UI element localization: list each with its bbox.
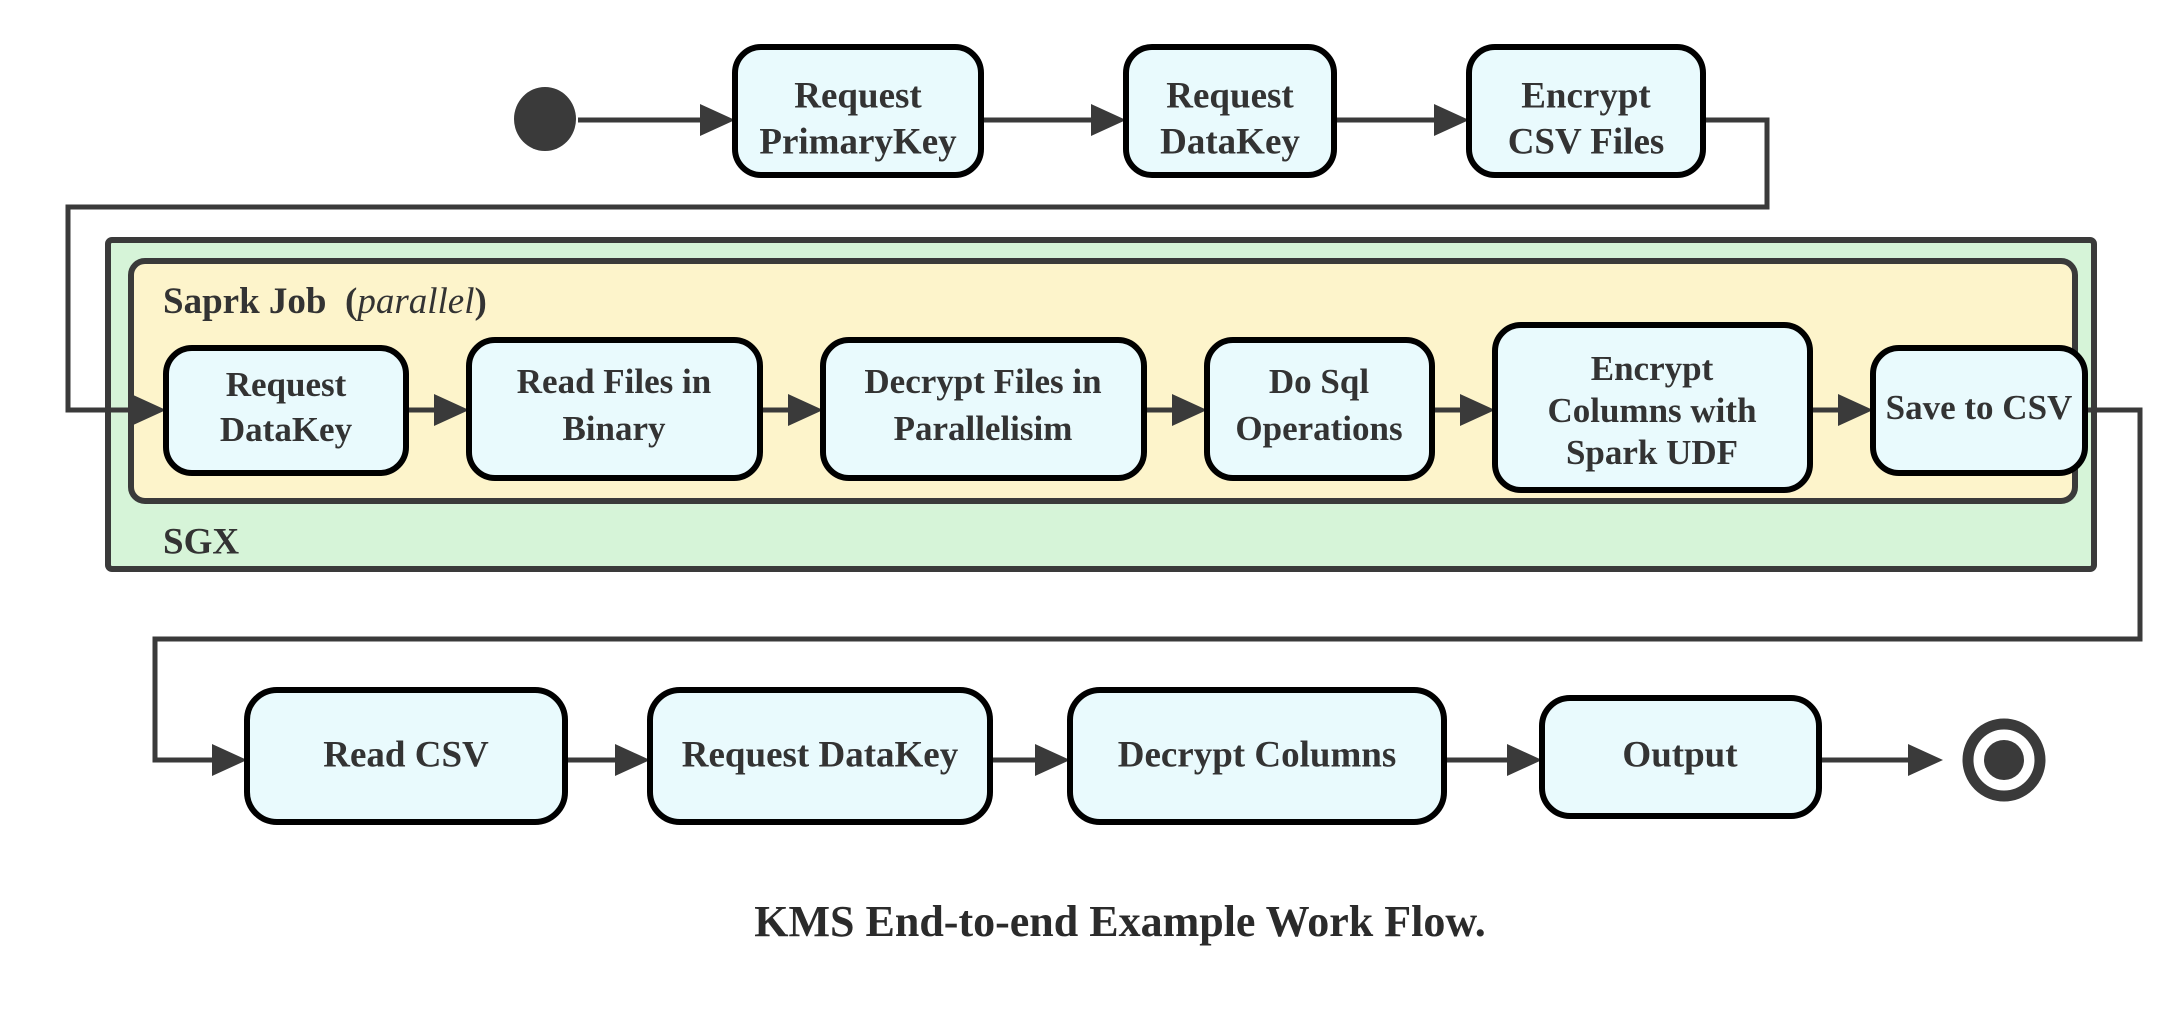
node-read-csv[interactable]: Read CSV — [244, 687, 568, 825]
arrowhead-save-csv-to-read-csv — [212, 744, 247, 776]
arrowhead-do-sql-to-encrypt-columns — [1460, 394, 1495, 426]
node-request-datakey-top-line2: DataKey — [1160, 121, 1300, 162]
node-read-files-in-binary-line1: Read Files in — [517, 362, 711, 401]
node-read-csv-line1: Read CSV — [323, 734, 489, 775]
spark-job-label-italic: parallel — [354, 281, 474, 322]
node-request-datakey-spark-line2: DataKey — [220, 410, 353, 449]
node-read-files-in-binary-line2: Binary — [562, 409, 666, 448]
arrowhead-decrypt-parallel-to-do-sql — [1172, 394, 1207, 426]
spark-job-label-bold: Saprk Job — [163, 281, 326, 322]
node-do-sql-operations-line1: Do Sql — [1269, 362, 1369, 401]
node-output[interactable]: Output — [1539, 695, 1822, 819]
arrowhead-encrypt-columns-to-save-csv — [1838, 394, 1873, 426]
sgx-group-label: SGX — [163, 521, 239, 562]
node-request-datakey-bottom-line1: Request DataKey — [682, 734, 959, 775]
arrowhead-read-csv-to-request-datakey — [615, 744, 650, 776]
node-do-sql-operations-line2: Operations — [1235, 409, 1402, 448]
node-decrypt-columns-line1: Decrypt Columns — [1118, 734, 1397, 775]
end-node-core — [1984, 740, 2024, 780]
start-node — [514, 87, 576, 151]
node-request-datakey-top-line1: Request — [1166, 75, 1294, 116]
edge-save-csv-to-read-csv — [152, 407, 2143, 763]
end-node-ring — [1962, 718, 2046, 802]
node-request-primarykey[interactable]: Request PrimaryKey — [732, 44, 984, 178]
spark-job-label-paren-close: ) — [474, 281, 486, 322]
node-output-line1: Output — [1622, 734, 1738, 775]
node-decrypt-files-in-parallelisim-line1: Decrypt Files in — [864, 362, 1101, 401]
node-encrypt-csv-files[interactable]: Encrypt CSV Files — [1466, 44, 1706, 178]
node-request-primarykey-line2: PrimaryKey — [759, 121, 957, 162]
node-request-datakey-top[interactable]: Request DataKey — [1123, 44, 1337, 178]
node-do-sql-operations[interactable]: Do Sql Operations — [1204, 337, 1435, 481]
spark-job-label-paren-open: ( — [345, 281, 357, 322]
node-request-datakey-bottom[interactable]: Request DataKey — [647, 687, 993, 825]
node-request-datakey-spark[interactable]: Request DataKey — [163, 345, 409, 476]
node-save-to-csv[interactable]: Save to CSV — [1870, 345, 2088, 476]
node-encrypt-csv-files-line2: CSV Files — [1508, 121, 1665, 162]
node-encrypt-columns-line3: Spark UDF — [1566, 433, 1738, 472]
node-decrypt-files-in-parallelisim[interactable]: Decrypt Files in Parallelisim — [820, 337, 1147, 481]
arrowhead-encrypt-csv-to-spark-datakey — [131, 394, 166, 426]
node-decrypt-files-in-parallelisim-line2: Parallelisim — [894, 409, 1073, 448]
arrowhead-output-to-end — [1908, 744, 1943, 776]
node-save-to-csv-line1: Save to CSV — [1886, 388, 2073, 427]
node-read-files-in-binary[interactable]: Read Files in Binary — [466, 337, 763, 481]
diagram-caption: KMS End-to-end Example Work Flow. — [754, 897, 1485, 946]
node-encrypt-columns-with-spark-udf[interactable]: Encrypt Columns with Spark UDF — [1492, 322, 1813, 493]
arrowhead-datakey-to-encrypt-csv — [1434, 104, 1469, 136]
node-request-datakey-spark-line1: Request — [226, 365, 347, 404]
arrowhead-read-binary-to-decrypt-parallel — [788, 394, 823, 426]
arrowhead-start-to-request-primarykey — [700, 104, 735, 136]
node-encrypt-columns-line1: Encrypt — [1591, 349, 1714, 388]
arrowhead-primarykey-to-datakey — [1091, 104, 1126, 136]
node-encrypt-csv-files-line1: Encrypt — [1521, 75, 1651, 116]
edge-encrypt-csv-to-spark-datakey — [65, 117, 1770, 413]
node-encrypt-columns-line2: Columns with — [1547, 391, 1756, 430]
arrowhead-request-datakey-to-decrypt-columns — [1035, 744, 1070, 776]
arrowhead-spark-datakey-to-read-binary — [434, 394, 469, 426]
node-request-primarykey-line1: Request — [794, 75, 922, 116]
node-decrypt-columns[interactable]: Decrypt Columns — [1067, 687, 1447, 825]
arrowhead-decrypt-columns-to-output — [1507, 744, 1542, 776]
spark-job-group-label: Saprk Job (parallel) — [163, 281, 487, 322]
